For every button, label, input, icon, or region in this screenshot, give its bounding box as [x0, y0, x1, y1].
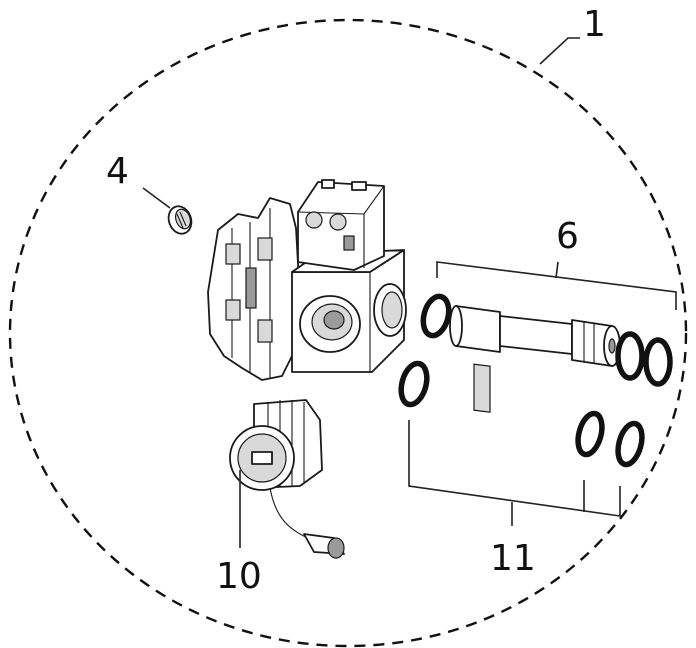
- valve-body: [207, 179, 407, 381]
- leader-line-6: [555, 261, 559, 279]
- bracket-11: [408, 420, 621, 517]
- callout-10: 10: [216, 556, 262, 597]
- callout-4: 4: [106, 151, 129, 192]
- callout-1: 1: [583, 4, 606, 45]
- callout-11: 11: [490, 538, 536, 579]
- assembly-boundary-dashed: [8, 18, 688, 648]
- o-ring-left: [398, 360, 430, 408]
- leader-line-4: [142, 187, 171, 209]
- part-10-sensor-cap: [229, 399, 345, 559]
- part-4-filter-disc: [167, 205, 193, 235]
- o-ring-right: [615, 420, 645, 468]
- o-ring-mid: [575, 410, 605, 458]
- leader-line-1: [539, 37, 580, 65]
- callout-6: 6: [556, 216, 579, 257]
- part-6-cartridge: [420, 293, 673, 413]
- part-11-o-rings: [398, 360, 645, 468]
